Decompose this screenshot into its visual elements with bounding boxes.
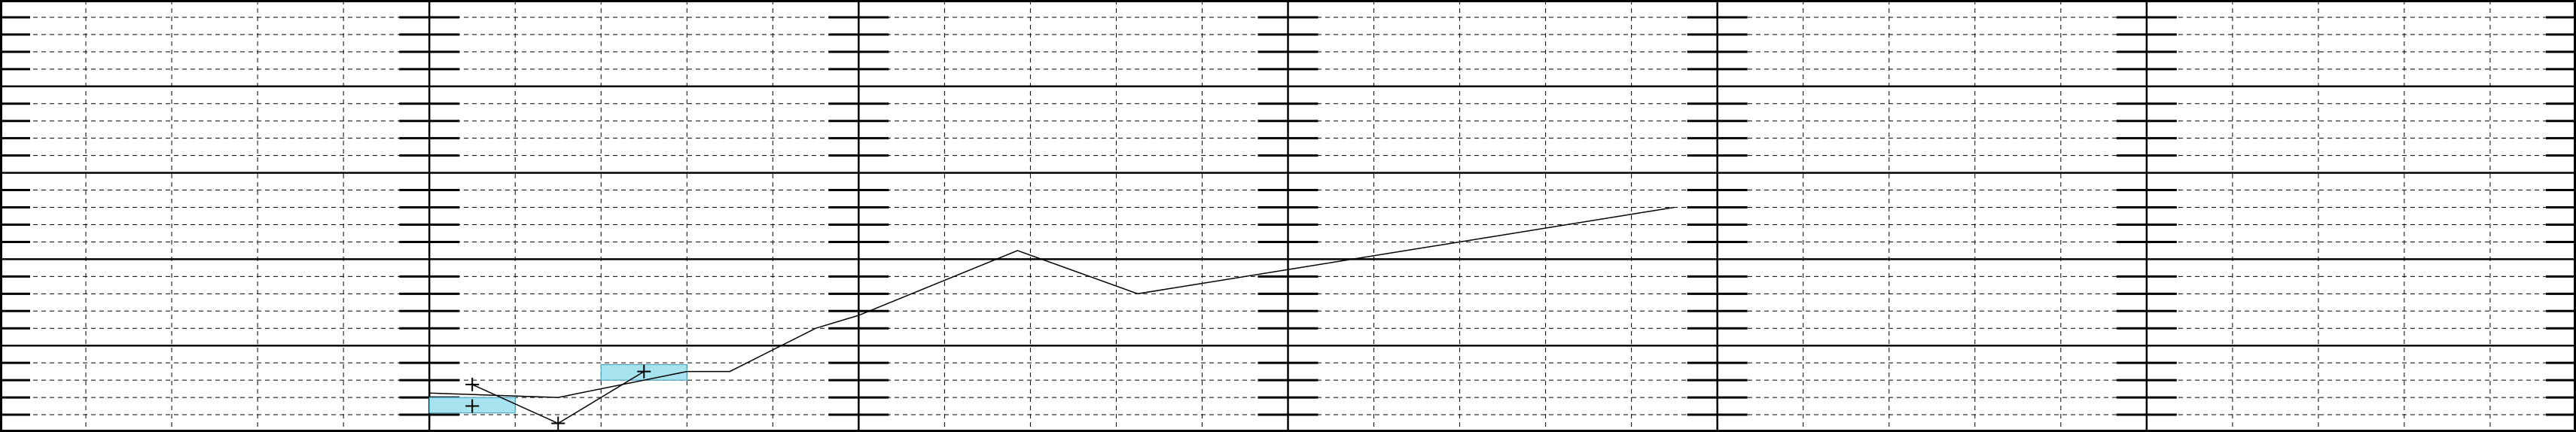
data-point-marker [465, 377, 480, 391]
marker-layer [465, 364, 651, 430]
data-point-marker [551, 416, 566, 430]
data-point-marker [465, 399, 480, 413]
series-line-1 [429, 206, 1675, 398]
ticks-layer [0, 16, 2576, 416]
data-point-marker [637, 364, 651, 379]
